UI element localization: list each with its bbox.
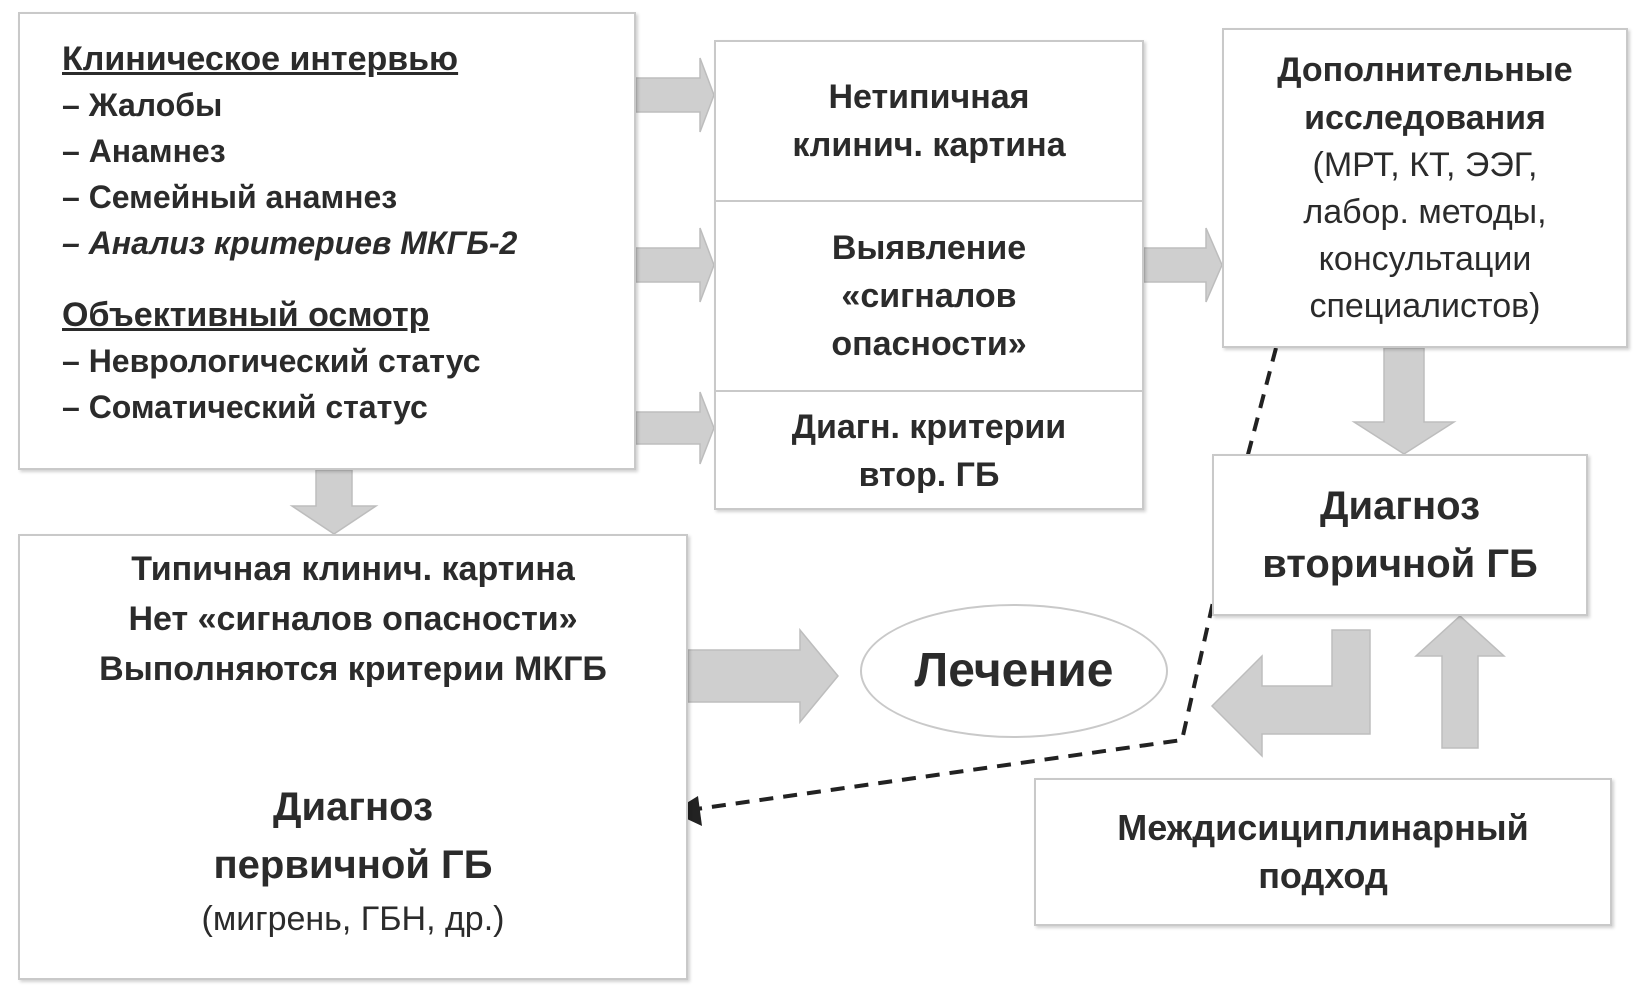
secondary-diagnosis-box: Диагноз вторичной ГБ — [1212, 454, 1588, 616]
primary-diagnosis-examples: (мигрень, ГБН, др.) — [201, 900, 505, 938]
atypical-line-1: Нетипичная — [828, 78, 1030, 116]
objective-exam-title: Объективный осмотр — [62, 296, 430, 334]
item-complaints: – Жалобы — [62, 87, 223, 123]
arrow-to-criteria — [635, 391, 715, 465]
danger-signals-box: Выявление «сигналов опасности» — [716, 202, 1142, 392]
arrow-to-atypical — [635, 57, 715, 133]
typical-line-2: Нет «сигналов опасности» — [128, 600, 578, 638]
typical-line-1: Типичная клинич. картина — [131, 550, 575, 588]
item-family-anamnesis: – Семейный анамнез — [62, 179, 398, 215]
item-criteria-analysis: – Анализ критериев МКГБ-2 — [62, 225, 518, 261]
treatment-oval: Лечение — [860, 604, 1168, 738]
flags-line-3: опасности» — [831, 325, 1027, 363]
secondary-criteria-box: Диагн. критерии втор. ГБ — [716, 392, 1142, 510]
atypical-picture-box: Нетипичная клинич. картина — [716, 42, 1142, 202]
dashed-link — [689, 347, 1278, 812]
arrow-to-extra — [1143, 227, 1223, 303]
item-neuro-status: – Неврологический статус — [62, 343, 481, 379]
primary-diagnosis-line-1: Диагноз — [273, 785, 433, 829]
middle-column: Нетипичная клинич. картина Выявление «си… — [714, 40, 1144, 510]
arrow-to-secondary — [1351, 347, 1457, 455]
typical-picture-box: Типичная клинич. картина Нет «сигналов о… — [18, 534, 688, 980]
arrow-interdisciplinary-to-secondary — [1414, 614, 1506, 749]
secondary-line-2: вторичной ГБ — [1262, 542, 1538, 586]
extra-title-line-1: Дополнительные — [1277, 51, 1573, 89]
atypical-line-2: клинич. картина — [792, 126, 1066, 164]
extra-title-line-2: исследования — [1304, 99, 1546, 137]
arrow-secondary-to-treatment — [1210, 629, 1371, 758]
item-somatic-status: – Соматический статус — [62, 389, 428, 425]
additional-investigations-box: Дополнительные исследования (МРТ, КТ, ЭЭ… — [1222, 28, 1628, 348]
interdisciplinary-line-2: подход — [1258, 855, 1388, 896]
clinical-interview-title: Клиническое интервью — [62, 40, 459, 78]
flags-line-2: «сигналов — [841, 277, 1017, 315]
flags-line-1: Выявление — [831, 229, 1027, 267]
treatment-label: Лечение — [914, 644, 1114, 697]
interdisciplinary-box: Междисициплинарный подход — [1034, 778, 1612, 926]
arrow-to-treatment — [687, 627, 839, 725]
extra-detail-2: лабор. методы, — [1303, 193, 1547, 231]
secondary-line-1: Диагноз — [1320, 484, 1480, 528]
criteria-line-1: Диагн. критерии — [791, 408, 1067, 446]
extra-detail-3: консультации — [1318, 240, 1532, 278]
criteria-line-2: втор. ГБ — [858, 456, 1000, 494]
arrow-to-typical — [289, 469, 379, 535]
extra-detail-4: специалистов) — [1309, 287, 1541, 325]
interdisciplinary-line-1: Междисициплинарный — [1117, 807, 1529, 848]
extra-detail-1: (МРТ, КТ, ЭЭГ, — [1312, 146, 1538, 184]
clinical-interview-box: Клиническое интервью – Жалобы – Анамнез … — [18, 12, 636, 470]
typical-line-3: Выполняются критерии МКГБ — [99, 650, 607, 688]
item-anamnesis: – Анамнез — [62, 133, 226, 169]
primary-diagnosis-line-2: первичной ГБ — [213, 843, 493, 887]
arrow-to-flags — [635, 227, 715, 303]
